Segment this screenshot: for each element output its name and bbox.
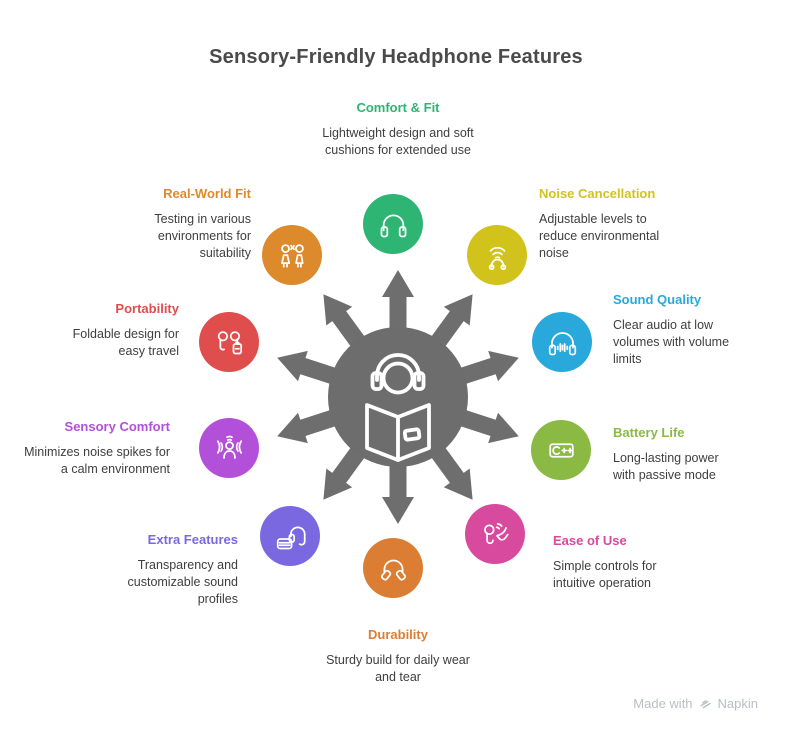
feature-description: Simple controls for intuitive operation: [553, 559, 657, 590]
feature-description: Transparency and customizable sound prof…: [127, 558, 238, 606]
feature-durability: Durability Sturdy build for daily wear a…: [321, 627, 475, 686]
feature-comfort-fit: Comfort & Fit Lightweight design and sof…: [321, 100, 475, 159]
feature-ease-of-use: Ease of Use Simple controls for intuitiv…: [553, 533, 685, 592]
feature-title: Real-World Fit: [163, 186, 251, 201]
feature-circle-portability: [199, 312, 259, 372]
two-people-sound-icon: [280, 243, 304, 268]
feature-real-world-fit: Real-World Fit Testing in various enviro…: [121, 186, 251, 262]
feature-description: Minimizes noise spikes for a calm enviro…: [24, 445, 170, 476]
headset-case-icon: [276, 526, 306, 549]
feature-sensory-comfort: Sensory Comfort Minimizes noise spikes f…: [22, 419, 170, 478]
napkin-logo-icon: [699, 700, 711, 709]
feature-description: Clear audio at low volumes with volume l…: [613, 318, 730, 366]
feature-description: Sturdy build for daily wear and tear: [326, 653, 470, 684]
feature-circle-noise-cancellation: [467, 225, 527, 285]
hub-circle: [328, 327, 468, 467]
noise-waves-headphone-icon: [488, 246, 506, 270]
feature-title: Sensory Comfort: [64, 419, 170, 434]
feature-title: Ease of Use: [553, 533, 627, 548]
feature-sound-quality: Sound Quality Clear audio at low volumes…: [613, 292, 741, 368]
feature-title: Noise Cancellation: [539, 186, 656, 201]
feature-circle-comfort-fit: [363, 194, 423, 254]
hub-radial-diagram: [277, 270, 519, 524]
battery-charge-icon: [548, 442, 574, 458]
feature-circle-real-world-fit: [262, 225, 322, 285]
watermark-text: Made with: [633, 696, 693, 711]
feature-circle-sensory-comfort: [199, 418, 259, 478]
feature-description: Foldable design for easy travel: [72, 327, 179, 358]
feature-title: Durability: [368, 627, 428, 642]
watermark-brand: Napkin: [717, 696, 758, 711]
feature-circle-durability: [363, 538, 423, 598]
reader-with-headphones-icon: [365, 353, 431, 462]
feature-title: Battery Life: [613, 425, 685, 440]
feature-circle-extra-features: [260, 506, 320, 566]
feature-portability: Portability Foldable design for easy tra…: [59, 301, 179, 360]
feature-noise-cancellation: Noise Cancellation Adjustable levels to …: [539, 186, 679, 262]
feature-circle-battery-life: [531, 420, 591, 480]
feature-description: Lightweight design and soft cushions for…: [322, 126, 474, 157]
earbuds-pair-icon: [217, 330, 242, 354]
headphones-waveform-icon: [548, 331, 576, 355]
feature-battery-life: Battery Life Long-lasting power with pas…: [613, 425, 741, 484]
headphones-icon: [380, 214, 406, 237]
feature-description: Testing in various environments for suit…: [154, 212, 251, 260]
feature-circle-ease-of-use: [465, 504, 525, 564]
earbud-tap-hand-icon: [483, 522, 509, 544]
feature-description: Adjustable levels to reduce environmenta…: [539, 212, 660, 260]
calm-person-waves-icon: [216, 435, 242, 459]
feature-title: Portability: [115, 301, 179, 316]
folded-headphones-icon: [380, 559, 406, 581]
napkin-watermark[interactable]: Made with Napkin: [633, 696, 758, 711]
feature-title: Extra Features: [147, 532, 238, 547]
feature-title: Sound Quality: [613, 292, 702, 307]
feature-circle-sound-quality: [532, 312, 592, 372]
feature-title: Comfort & Fit: [356, 100, 440, 115]
page-title: Sensory-Friendly Headphone Features: [209, 46, 583, 68]
feature-extra-features: Extra Features Transparency and customiz…: [108, 532, 238, 608]
feature-description: Long-lasting power with passive mode: [613, 451, 719, 482]
